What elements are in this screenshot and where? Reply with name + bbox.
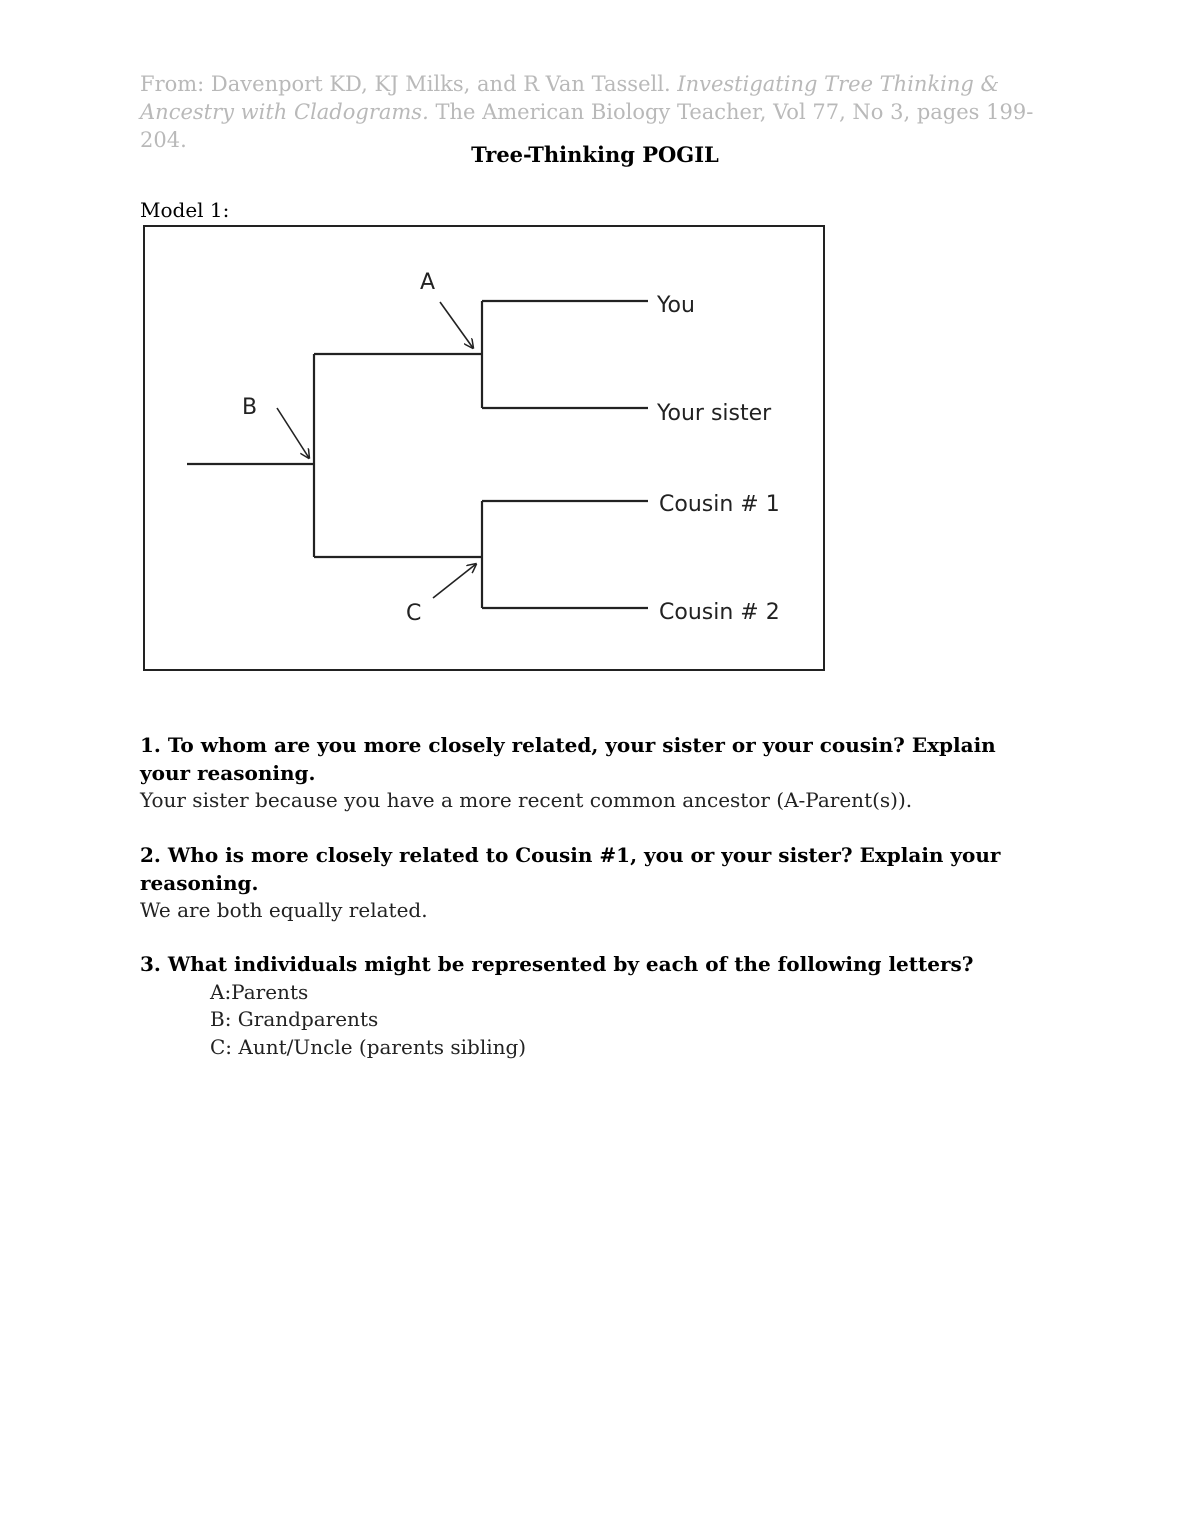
question-1-block: 1. To whom are you more closely related,… [140, 732, 1040, 815]
answer-1: Your sister because you have a more rece… [140, 788, 913, 812]
citation-article-title: Investigating Tree Thinking & Ancestry w… [140, 72, 1000, 124]
tree-branches [187, 299, 648, 610]
arrow-c [432, 564, 476, 599]
arrow-b [276, 407, 309, 458]
question-2: 2. Who is more closely related to Cousin… [140, 843, 1001, 895]
answer-3-a: A:Parents [210, 979, 309, 1004]
question-3: 3. What individuals might be represented… [140, 952, 974, 976]
cladogram-figure: A B C You Your sister Cousin # 1 Cousin … [143, 225, 825, 671]
tip-label-your-sister: Your sister [656, 401, 772, 426]
answer-3-c: C: Aunt/Uncle (parents sibling) [210, 1034, 527, 1059]
citation-suffix: The American Biology Teacher, Vol 77, No… [140, 100, 1034, 152]
node-label-b: B [242, 395, 257, 420]
tip-label-cousin-2: Cousin # 2 [659, 600, 780, 625]
tip-label-you: You [656, 293, 695, 318]
model-label: Model 1: [140, 198, 230, 222]
node-arrows [276, 301, 476, 599]
question-2-block: 2. Who is more closely related to Cousin… [140, 842, 1040, 925]
arrow-a [439, 301, 473, 348]
question-3-block: 3. What individuals might be represented… [140, 951, 1040, 1061]
citation-prefix: From: Davenport KD, KJ Milks, and R Van … [140, 72, 678, 96]
page-title: Tree-Thinking POGIL [471, 142, 719, 167]
node-label-a: A [420, 270, 435, 295]
node-label-c: C [406, 601, 421, 626]
question-1: 1. To whom are you more closely related,… [140, 733, 996, 785]
answer-3-b: B: Grandparents [210, 1007, 379, 1031]
cladogram-svg: A B C You Your sister Cousin # 1 Cousin … [143, 225, 825, 671]
answer-2: We are both equally related. [140, 898, 428, 922]
tip-label-cousin-1: Cousin # 1 [659, 492, 780, 517]
citation: From: Davenport KD, KJ Milks, and R Van … [140, 70, 1040, 154]
